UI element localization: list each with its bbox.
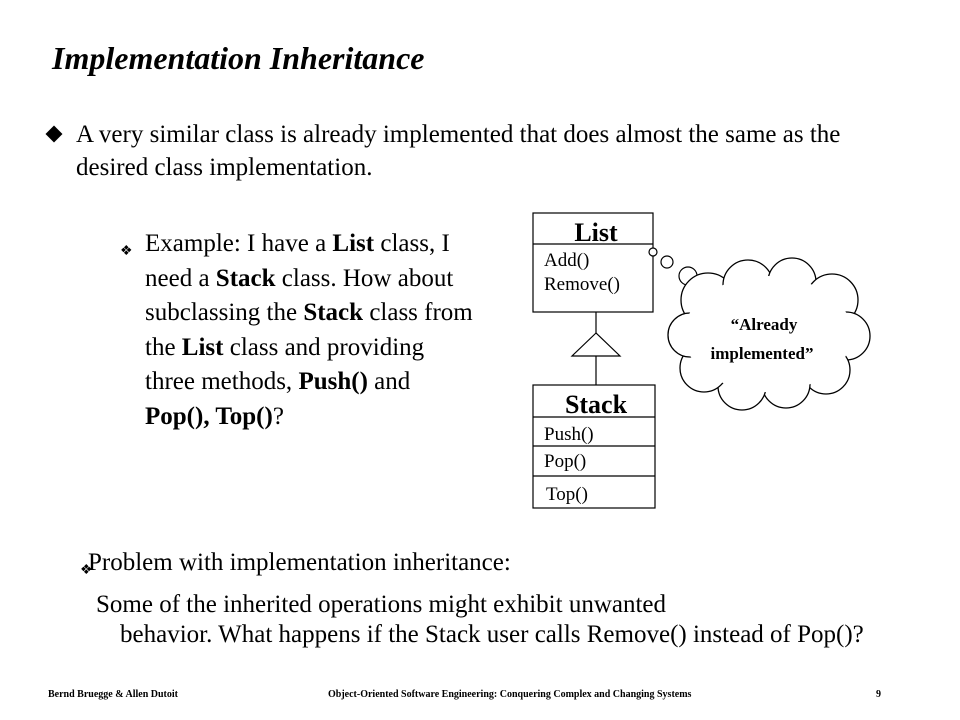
- problem-body: Some of the inherited operations might e…: [96, 590, 896, 650]
- example-part: Example: I have a: [145, 230, 333, 257]
- stack-class-name: Stack: [565, 390, 628, 419]
- example-part-bold: Stack: [215, 264, 276, 292]
- example-part-bold: List: [181, 333, 224, 361]
- four-diamond-icon: ❖: [120, 244, 133, 259]
- example-part-bold: Pop(), Top(): [145, 402, 273, 430]
- stack-op-push: Push(): [544, 424, 594, 445]
- example-part-bold: List: [332, 230, 375, 257]
- thought-bubble-medium: [660, 255, 674, 269]
- example-part: class and providing three methods,: [145, 333, 425, 396]
- page-title: Implementation Inheritance: [52, 40, 425, 76]
- inheritance-triangle-icon: [570, 332, 622, 357]
- cloud-text-line1: “Already: [731, 315, 798, 334]
- problem-bullet: ❖: [80, 546, 780, 581]
- main-bullet: A very similar class is already implemen…: [45, 118, 908, 184]
- list-class-box: [532, 212, 654, 313]
- cloud-icon: [667, 257, 871, 411]
- footer-authors: Bernd Bruegge & Allen Dutoit: [48, 689, 178, 700]
- list-class-name: List: [574, 218, 618, 247]
- footer-page-number: 9: [876, 689, 881, 700]
- problem-body-rest: behavior. What happens if the Stack user…: [120, 621, 864, 648]
- cloud-text-line2: implemented”: [711, 344, 814, 363]
- problem-body-line1: Some of the inherited operations might e…: [96, 591, 667, 618]
- example-part-bold: Push(): [298, 368, 368, 395]
- list-op-add: Add(): [544, 250, 589, 271]
- example-part: and: [367, 368, 411, 395]
- example-bullet: ❖ Example: I have a List class, I need a…: [120, 227, 480, 434]
- example-text: Example: I have a List class, I need a S…: [145, 227, 480, 434]
- thought-bubble-small: [648, 247, 658, 257]
- problem-heading: Problem with implementation inheritance:: [88, 549, 511, 576]
- example-part: class, I need a: [145, 230, 450, 292]
- main-bullet-text: A very similar class is already implemen…: [76, 121, 841, 181]
- list-op-remove: Remove(): [544, 274, 620, 295]
- stack-op-top: Top(): [546, 484, 588, 505]
- example-part-bold: Stack: [303, 299, 364, 326]
- footer-book-title: Object-Oriented Software Engineering: Co…: [328, 689, 692, 700]
- example-part: class. How about subclassing the: [145, 264, 454, 327]
- example-part: class from the: [145, 299, 473, 361]
- stack-op-pop: Pop(): [544, 451, 586, 472]
- four-diamond-icon: ❖: [80, 563, 93, 578]
- example-part: ?: [272, 402, 284, 430]
